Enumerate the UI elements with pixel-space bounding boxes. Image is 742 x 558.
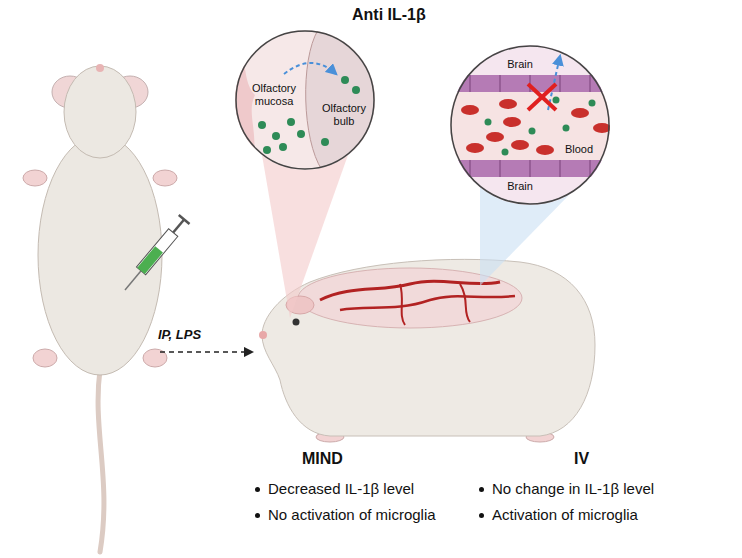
syringe <box>120 215 190 294</box>
node-label: Blood <box>556 143 602 156</box>
node-label: Olfactory bulb <box>317 102 371 127</box>
bullet-item: Decreased IL-1β level <box>268 480 414 497</box>
bullet-item: No activation of microglia <box>268 506 436 523</box>
olfactory-circle: Olfactory mucosaOlfactory bulb <box>235 30 375 170</box>
bullet-item: No change in IL-1β level <box>492 480 654 497</box>
title: Anti IL-1β <box>352 6 426 24</box>
mouse-top-view <box>23 64 177 552</box>
olfactory-inset <box>230 25 380 175</box>
group-heading: MIND <box>302 450 343 468</box>
bullet-marker <box>479 513 484 518</box>
bullet-marker <box>255 513 260 518</box>
bullet-marker <box>255 487 260 492</box>
route-arrow <box>160 351 252 353</box>
zoom-wedge <box>262 155 348 318</box>
vessel-circle: BrainBloodBrain <box>450 45 610 205</box>
route-label: IP, LPS <box>158 328 201 343</box>
vessel-inset <box>445 40 615 210</box>
node-label: Brain <box>496 180 544 193</box>
node-label: Brain <box>496 58 544 71</box>
bullet-item: Activation of microglia <box>492 506 638 523</box>
bullet-marker <box>479 487 484 492</box>
mouse-side-view <box>259 259 595 442</box>
node-label: Olfactory mucosa <box>241 82 307 107</box>
group-heading: IV <box>574 450 589 468</box>
